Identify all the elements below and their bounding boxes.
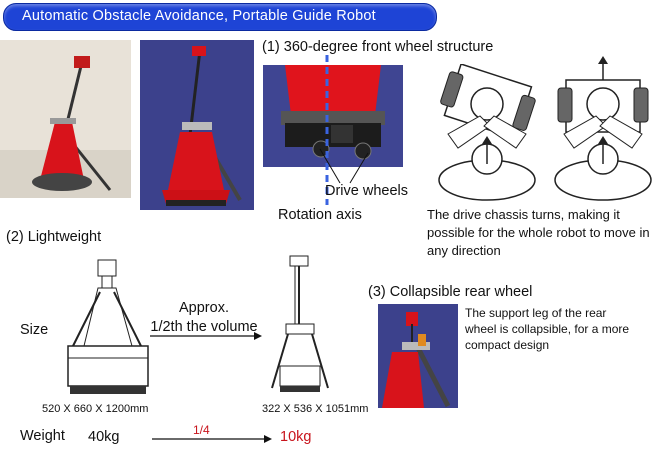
weight-ratio: 1/4 — [193, 423, 210, 437]
section1-heading: (1) 360-degree front wheel structure — [262, 39, 494, 55]
page-title: Automatic Obstacle Avoidance, Portable G… — [22, 8, 376, 24]
chassis-turning-diagram — [438, 64, 536, 201]
weight-after: 10kg — [280, 429, 312, 445]
weight-arrow — [152, 435, 272, 443]
chassis-straight-diagram — [554, 56, 652, 201]
title-banner: Automatic Obstacle Avoidance, Portable G… — [3, 3, 437, 31]
large-robot-drawing — [67, 259, 149, 394]
size-after: 322 X 536 X 1051mm — [262, 403, 369, 415]
drive-wheels-pointer — [319, 148, 369, 184]
size-label: Size — [20, 322, 49, 338]
robot-cad-render — [140, 40, 254, 210]
size-before: 520 X 660 X 1200mm — [42, 403, 149, 415]
section2-heading: (2) Lightweight — [6, 229, 102, 245]
robot-photo — [0, 40, 131, 198]
volume-note: Approx. 1/2th the volume — [150, 300, 258, 335]
collapsible-wheel-render — [378, 304, 458, 408]
section3-heading: (3) Collapsible rear wheel — [368, 284, 533, 300]
rotation-axis-line — [325, 55, 329, 205]
drive-wheels-label: Drive wheels — [325, 183, 408, 199]
weight-before: 40kg — [88, 429, 120, 445]
section1-description: The drive chassis turns, making it possi… — [427, 207, 650, 258]
rotation-axis-label: Rotation axis — [278, 207, 362, 223]
front-wheel-closeup — [263, 65, 403, 167]
volume-arrow — [150, 332, 262, 340]
weight-label: Weight — [20, 428, 65, 444]
section3-description: The support leg of the rear wheel is col… — [465, 306, 630, 352]
small-robot-drawing — [271, 255, 329, 392]
